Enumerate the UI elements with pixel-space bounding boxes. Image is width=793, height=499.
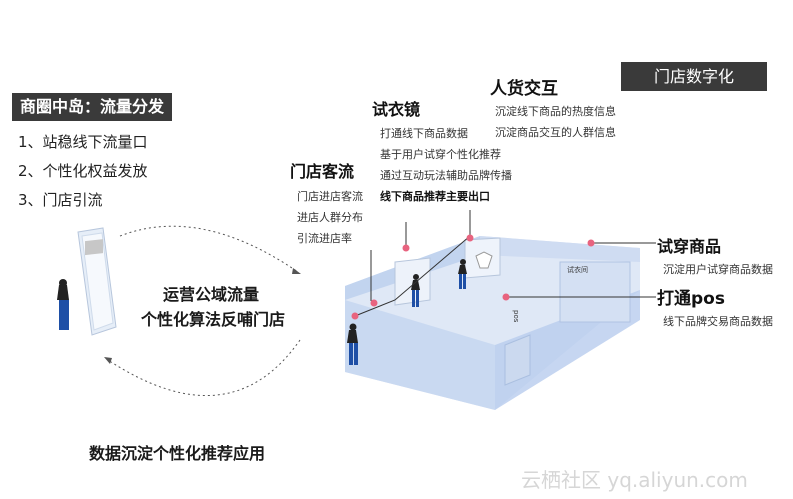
interaction-title: 人货交互 (490, 79, 558, 99)
kiosk-screen-icon (77, 227, 117, 336)
bottom-dotted-arc (107, 339, 301, 397)
pin-interaction (466, 234, 474, 242)
left-list: 1、站稳线下流量口 2、个性化权益发放 3、门店引流 (18, 128, 148, 215)
try-on-goods-title: 试穿商品 (657, 237, 722, 256)
mall-island-tag: 商圈中岛：流量分发 (12, 93, 173, 121)
pin-traffic (370, 299, 378, 307)
top-dotted-arc (119, 225, 299, 273)
fitting-mirror-title: 试衣镜 (372, 100, 421, 119)
store-traffic-title: 门店客流 (290, 162, 355, 181)
person-store-back-icon (458, 259, 467, 289)
fitting-mirror-line-emphasis: 线下商品推荐主要出口 (380, 190, 490, 203)
pin-storefront (351, 312, 359, 320)
store-traffic-line: 门店进店客流 (297, 190, 363, 203)
fitting-mirror-line: 通过互动玩法辅助品牌传播 (380, 169, 512, 182)
store-traffic-line: 进店人群分布 (297, 211, 363, 224)
watermark-text: 云栖社区 yq.aliyun.com (521, 468, 748, 492)
left-list-item: 3、门店引流 (18, 191, 103, 209)
person-left-icon (57, 279, 69, 330)
center-text-line-1: 运营公域流量 (163, 285, 260, 304)
pos-lines: 线下品牌交易商品数据 (663, 311, 773, 332)
try-on-goods-lines: 沉淀用户试穿商品数据 (663, 259, 773, 280)
connector-lines (354, 210, 656, 317)
bottom-text: 数据沉淀个性化推荐应用 (89, 444, 266, 463)
left-list-item: 2、个性化权益发放 (18, 162, 148, 180)
pos-title: 打通pos (657, 289, 725, 309)
pins (351, 234, 595, 320)
interaction-lines: 沉淀线下商品的热度信息 沉淀商品交互的人群信息 (495, 101, 616, 143)
person-store-front-icon (347, 323, 358, 365)
store-room (345, 236, 640, 410)
fitting-room-label: 试衣间 (567, 265, 588, 274)
try-on-goods-line: 沉淀用户试穿商品数据 (663, 263, 773, 276)
pos-line: 线下品牌交易商品数据 (663, 315, 773, 328)
pos-label: pos (512, 310, 520, 323)
store-traffic-line: 引流进店率 (297, 232, 352, 245)
left-list-item: 1、站稳线下流量口 (18, 133, 148, 151)
person-store-mirror-icon (411, 274, 420, 307)
store-digitization-tag: 门店数字化 (621, 62, 767, 91)
fitting-mirror-line: 基于用户试穿个性化推荐 (380, 148, 501, 161)
interaction-line: 沉淀商品交互的人群信息 (495, 126, 616, 139)
store-traffic-lines: 门店进店客流 进店人群分布 引流进店率 (297, 186, 363, 249)
pin-try-on (587, 239, 595, 247)
interaction-line: 沉淀线下商品的热度信息 (495, 105, 616, 118)
center-text-line-2: 个性化算法反哺门店 (141, 310, 286, 329)
fitting-mirror-lines: 打通线下商品数据 基于用户试穿个性化推荐 通过互动玩法辅助品牌传播 线下商品推荐… (380, 123, 512, 207)
pin-mirror (402, 244, 410, 252)
fitting-mirror-line: 打通线下商品数据 (380, 127, 468, 140)
pin-pos (502, 293, 510, 301)
